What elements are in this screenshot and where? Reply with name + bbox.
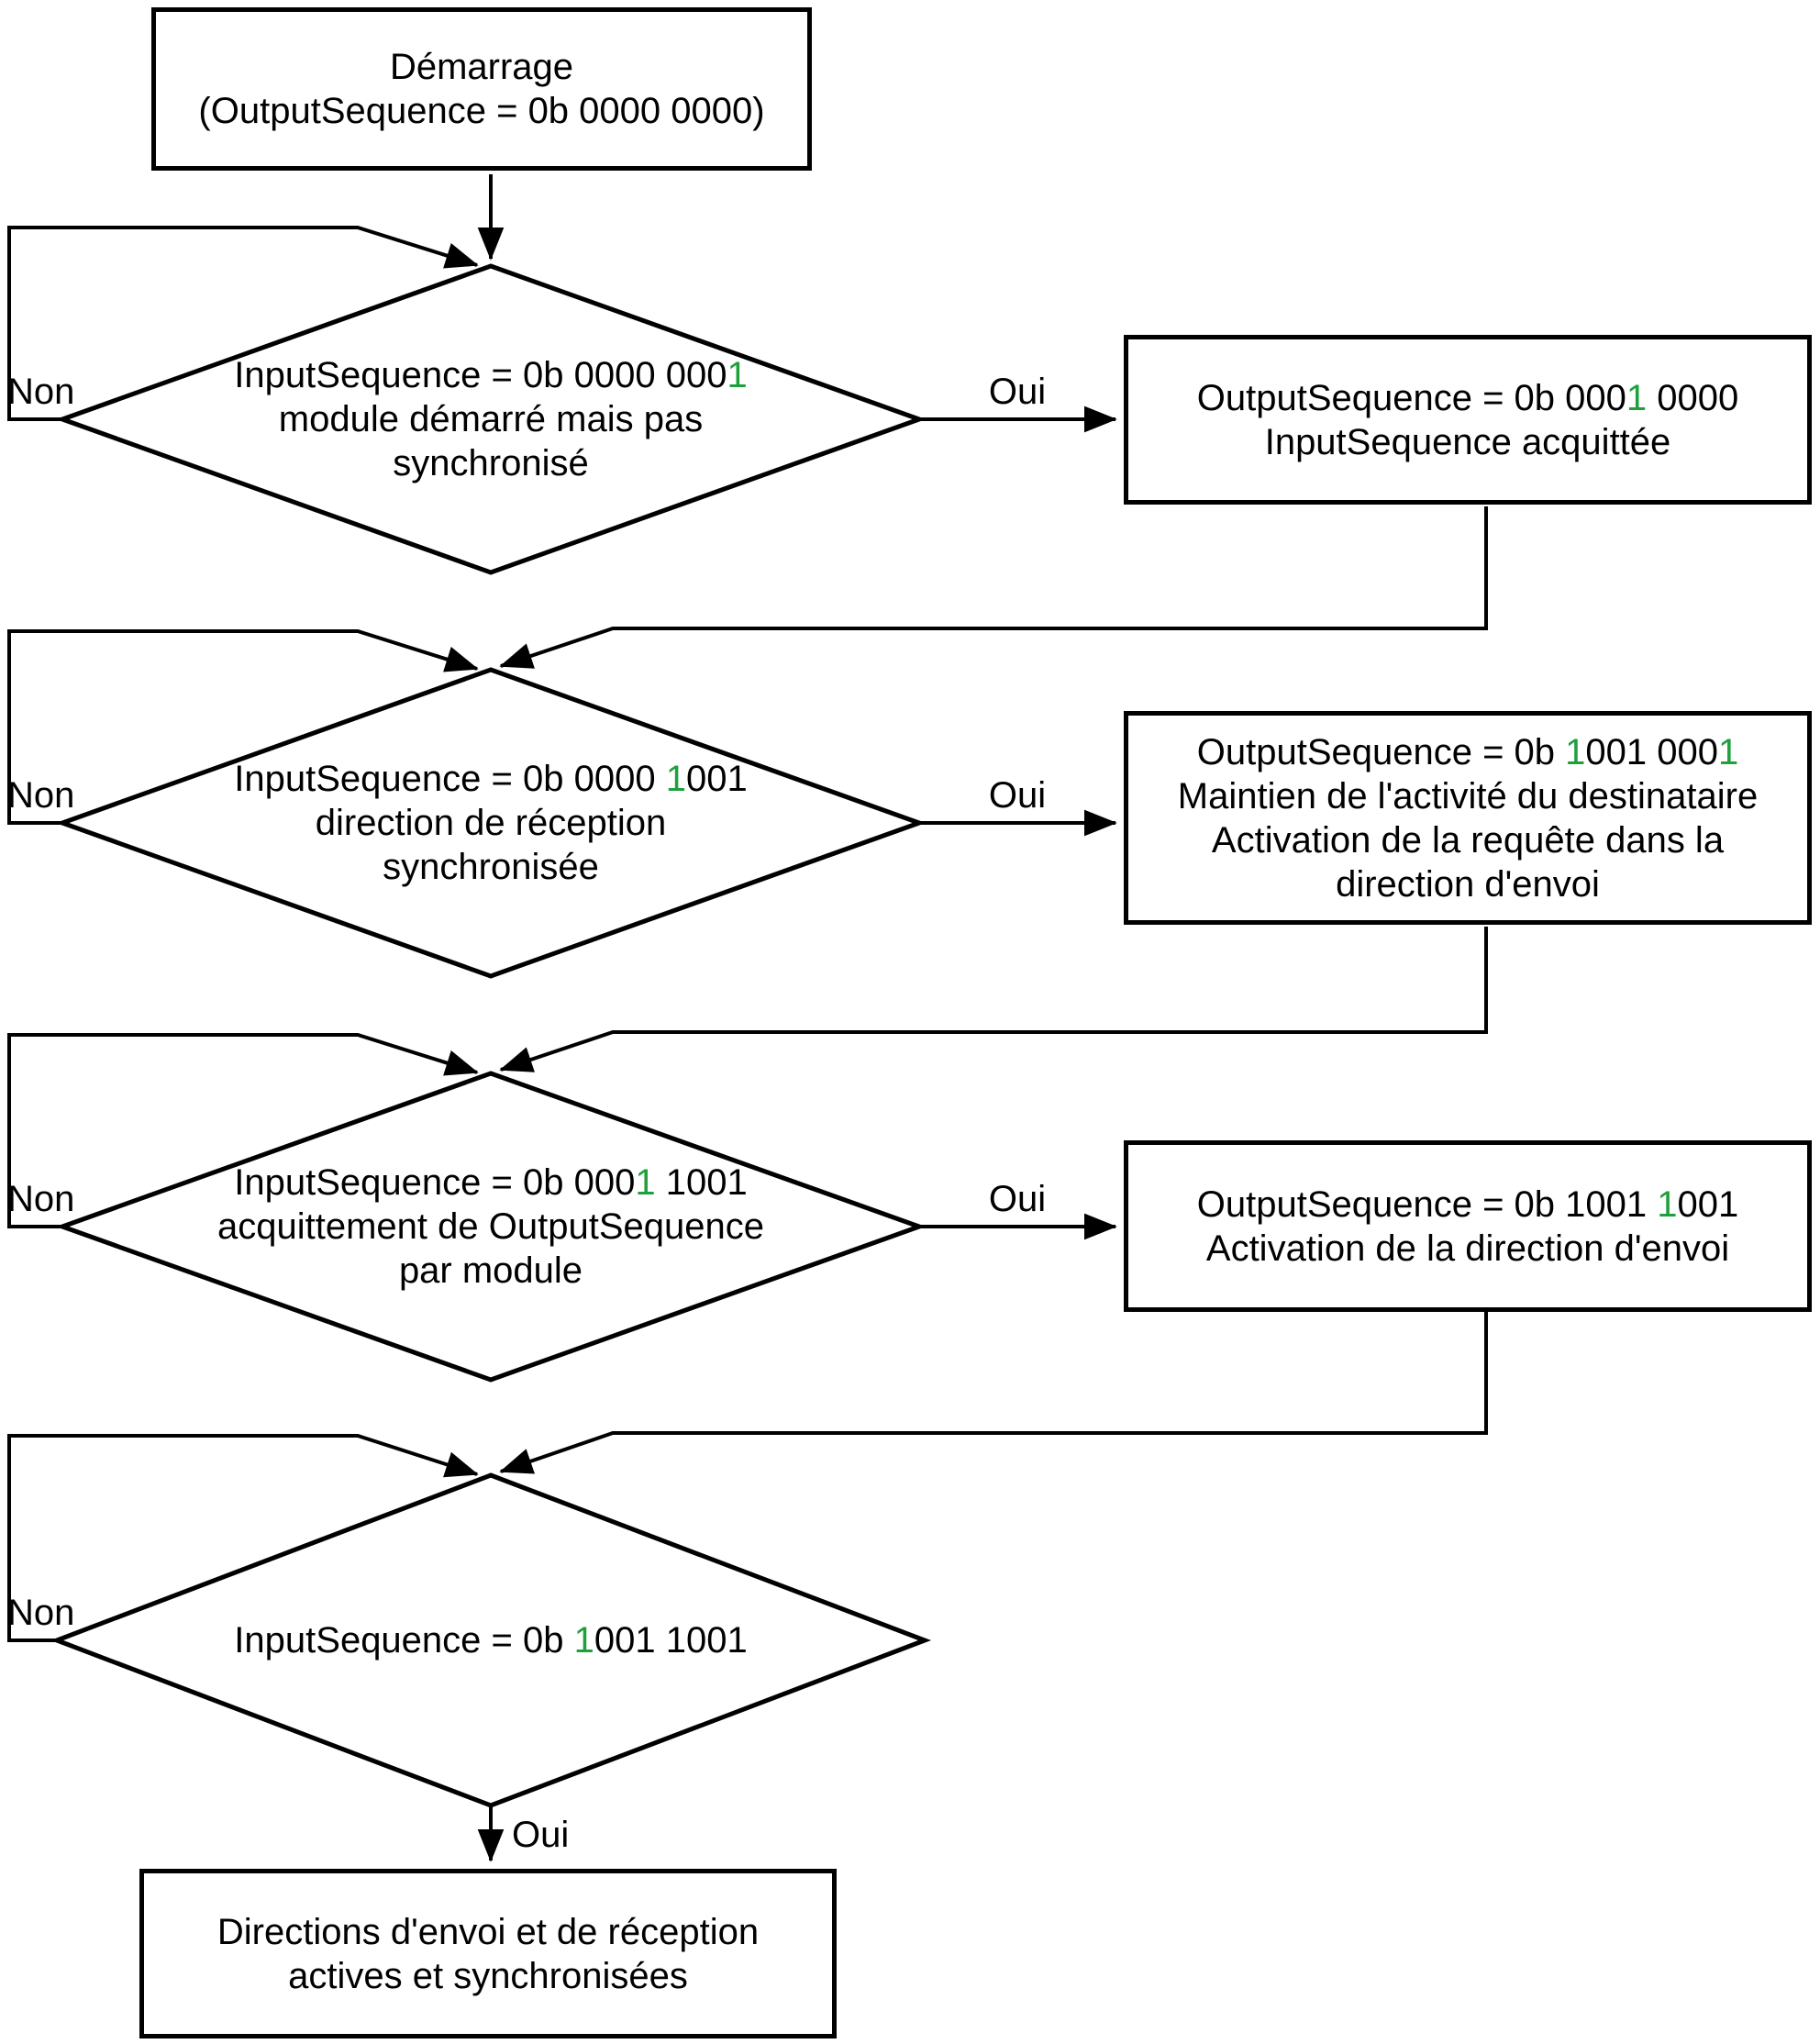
node-text-line: module démarré mais pas xyxy=(278,399,704,439)
node-text-line: synchronisé xyxy=(393,443,589,483)
decision-diamond-2-shape xyxy=(55,667,927,979)
edge-decision4-non-loop xyxy=(7,1434,479,1642)
edge-label-oui-4: Oui xyxy=(512,1815,570,1855)
node-text-line: InputSequence = 0b 0000 1001 xyxy=(234,759,748,799)
edge-decision2-non-loop xyxy=(7,629,479,825)
node-text-line: OutputSequence = 0b 1001 0001 xyxy=(1196,731,1739,772)
node-text-line: Directions d'envoi et de réception xyxy=(216,1911,760,1952)
node-text-line: Activation de la requête dans la xyxy=(1211,819,1725,861)
node-text-line: InputSequence acquittée xyxy=(1264,421,1671,462)
node-text-line: Maintien de l'activité du destinataire xyxy=(1177,775,1759,816)
node-text-line: direction d'envoi xyxy=(1336,863,1600,905)
edge-decision3-non-loop xyxy=(7,1033,479,1228)
node-text-line: OutputSequence = 0b 0001 0000 xyxy=(1196,377,1739,418)
edge-label-oui-1: Oui xyxy=(988,372,1047,412)
node-text-line: InputSequence = 0b 0000 0001 xyxy=(234,355,748,395)
node-text-line: actives et synchronisées xyxy=(288,1955,688,1996)
node-text-line: par module xyxy=(398,1250,583,1291)
edge-label-non-3: Non xyxy=(7,1179,75,1219)
decision-diamond-3-shape xyxy=(55,1071,927,1383)
node-text-line: acquittement de OutputSequence xyxy=(217,1206,764,1247)
edge-label-non-1: Non xyxy=(7,372,75,412)
edge-decision1-non-loop xyxy=(7,226,479,421)
edge-label-oui-3: Oui xyxy=(988,1179,1047,1219)
node-text-line: InputSequence = 0b 1001 1001 xyxy=(234,1620,748,1661)
start-node: Démarrage(OutputSequence = 0b 0000 0000) xyxy=(151,7,812,171)
decision-diamond-1-shape xyxy=(55,263,927,575)
node-text-line: InputSequence = 0b 0001 1001 xyxy=(234,1162,748,1203)
edge-label-non-2: Non xyxy=(7,775,75,816)
edge-action1-to-decision2 xyxy=(499,506,1488,669)
node-text-line: (OutputSequence = 0b 0000 0000) xyxy=(198,91,765,131)
node-text-line: direction de réception xyxy=(315,803,667,843)
node-text-line: synchronisée xyxy=(383,847,599,887)
edge-label-oui-2: Oui xyxy=(988,775,1047,816)
decision-4-label: InputSequence = 0b 1001 1001 xyxy=(170,1550,812,1730)
edge-action2-to-decision3 xyxy=(499,927,1488,1072)
edge-label-non-4: Non xyxy=(7,1593,75,1633)
edge-action3-to-decision4 xyxy=(499,1312,1488,1474)
node-text-line: Activation de la direction d'envoi xyxy=(1205,1228,1730,1269)
node-text-line: OutputSequence = 0b 1001 1001 xyxy=(1196,1183,1739,1225)
node-text-line: Démarrage xyxy=(389,47,574,87)
